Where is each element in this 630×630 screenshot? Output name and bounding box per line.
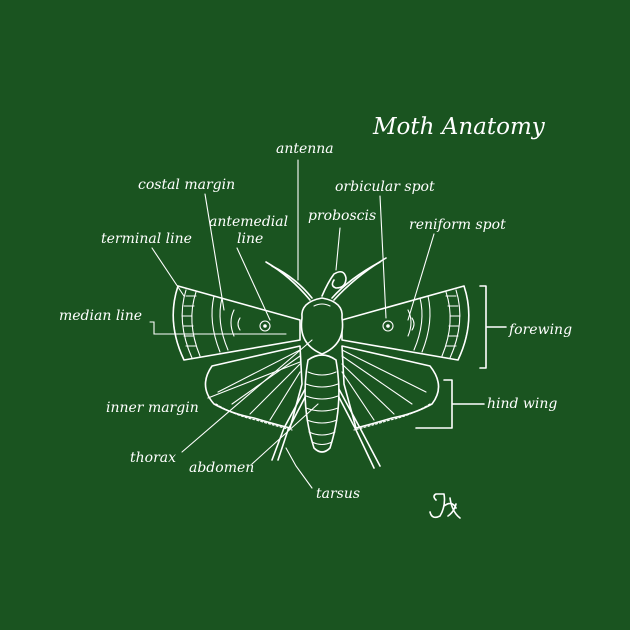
hindwing-bracket: [415, 379, 485, 429]
proboscis-coil: [321, 270, 347, 297]
artist-signature: [429, 493, 461, 519]
reniform-spot-shape: [411, 317, 415, 331]
right-hind-wing: [341, 345, 440, 429]
right-orbicular-spot: [382, 320, 394, 332]
label-forewing: forewing: [508, 322, 572, 338]
label-median-line: median line: [59, 308, 142, 324]
labels: antenna costal margin orbicular spot ant…: [59, 141, 572, 502]
label-thorax: thorax: [130, 450, 176, 466]
thorax-shape: [300, 297, 344, 355]
label-proboscis: proboscis: [308, 208, 376, 224]
left-hind-wing: [204, 345, 303, 429]
right-antenna: [333, 257, 387, 301]
left-antenna: [265, 261, 311, 301]
forewing-bracket: [479, 285, 507, 369]
leader-lines: [149, 159, 435, 489]
left-orbicular-spot: [259, 320, 271, 332]
label-antemedial-line: antemedial: [209, 214, 288, 230]
brackets: [415, 285, 507, 429]
label-inner-margin: inner margin: [106, 400, 199, 416]
label-costal-margin: costal margin: [138, 177, 235, 193]
forewings: [172, 285, 470, 361]
label-terminal-line: terminal line: [101, 231, 192, 247]
abdomen-shape: [304, 354, 340, 453]
head-appendages: [265, 257, 387, 301]
label-abdomen: abdomen: [189, 460, 254, 476]
diagram-title: Moth Anatomy: [372, 114, 546, 140]
label-antenna: antenna: [276, 141, 334, 157]
label-orbicular-spot: orbicular spot: [335, 179, 435, 195]
label-hind-wing: hind wing: [487, 396, 557, 412]
label-tarsus: tarsus: [316, 486, 360, 502]
label-antemedial-line-2: line: [237, 231, 263, 247]
label-reniform-spot: reniform spot: [409, 217, 506, 233]
